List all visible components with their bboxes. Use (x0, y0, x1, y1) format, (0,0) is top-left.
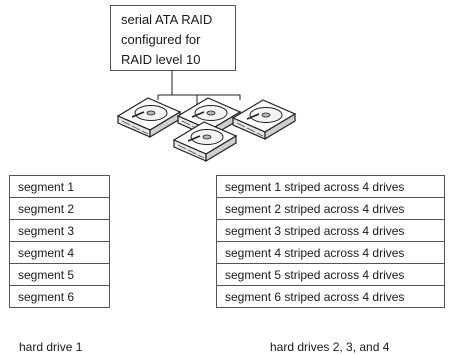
striped-segment-cell: segment 4 striped across 4 drives (216, 241, 445, 264)
drive-illustration (117, 71, 296, 162)
striped-segment-cell: segment 6 striped across 4 drives (216, 285, 445, 308)
table-row: segment 3 striped across 4 drives (216, 219, 445, 242)
hard-drives-2-3-4-segments: segment 1 striped across 4 drives segmen… (216, 175, 445, 308)
table-row: segment 2 (9, 197, 110, 220)
table-row: segment 4 striped across 4 drives (216, 241, 445, 264)
controller-line-1: serial ATA RAID (121, 12, 213, 27)
raid-controller-box: serial ATA RAID configured for RAID leve… (110, 5, 236, 71)
segment-cell: segment 6 (9, 285, 110, 308)
segment-cell: segment 3 (9, 219, 110, 242)
segment-cell: segment 5 (9, 263, 110, 286)
table-row: segment 3 (9, 219, 110, 242)
segment-cell: segment 4 (9, 241, 110, 264)
controller-line-3: RAID level 10 (121, 52, 201, 67)
table-row: segment 6 (9, 285, 110, 308)
segment-cell: segment 1 (9, 175, 110, 198)
hard-drive-icon (117, 97, 181, 138)
table-row: segment 1 (9, 175, 110, 198)
table-row: segment 5 striped across 4 drives (216, 263, 445, 286)
hard-drive-1-caption: hard drive 1 (19, 340, 83, 354)
table-row: segment 5 (9, 263, 110, 286)
hard-drives-2-3-4-caption: hard drives 2, 3, and 4 (270, 340, 390, 354)
hard-drive-icon (173, 121, 237, 162)
table-row: segment 6 striped across 4 drives (216, 285, 445, 308)
table-row: segment 1 striped across 4 drives (216, 175, 445, 198)
striped-segment-cell: segment 1 striped across 4 drives (216, 175, 445, 198)
striped-segment-cell: segment 3 striped across 4 drives (216, 219, 445, 242)
striped-segment-cell: segment 5 striped across 4 drives (216, 263, 445, 286)
hard-drive-1-segments: segment 1 segment 2 segment 3 segment 4 … (9, 175, 110, 308)
table-row: segment 2 striped across 4 drives (216, 197, 445, 220)
segment-cell: segment 2 (9, 197, 110, 220)
striped-segment-cell: segment 2 striped across 4 drives (216, 197, 445, 220)
controller-line-2: configured for (121, 32, 201, 47)
table-row: segment 4 (9, 241, 110, 264)
hard-drive-icon (232, 99, 296, 140)
